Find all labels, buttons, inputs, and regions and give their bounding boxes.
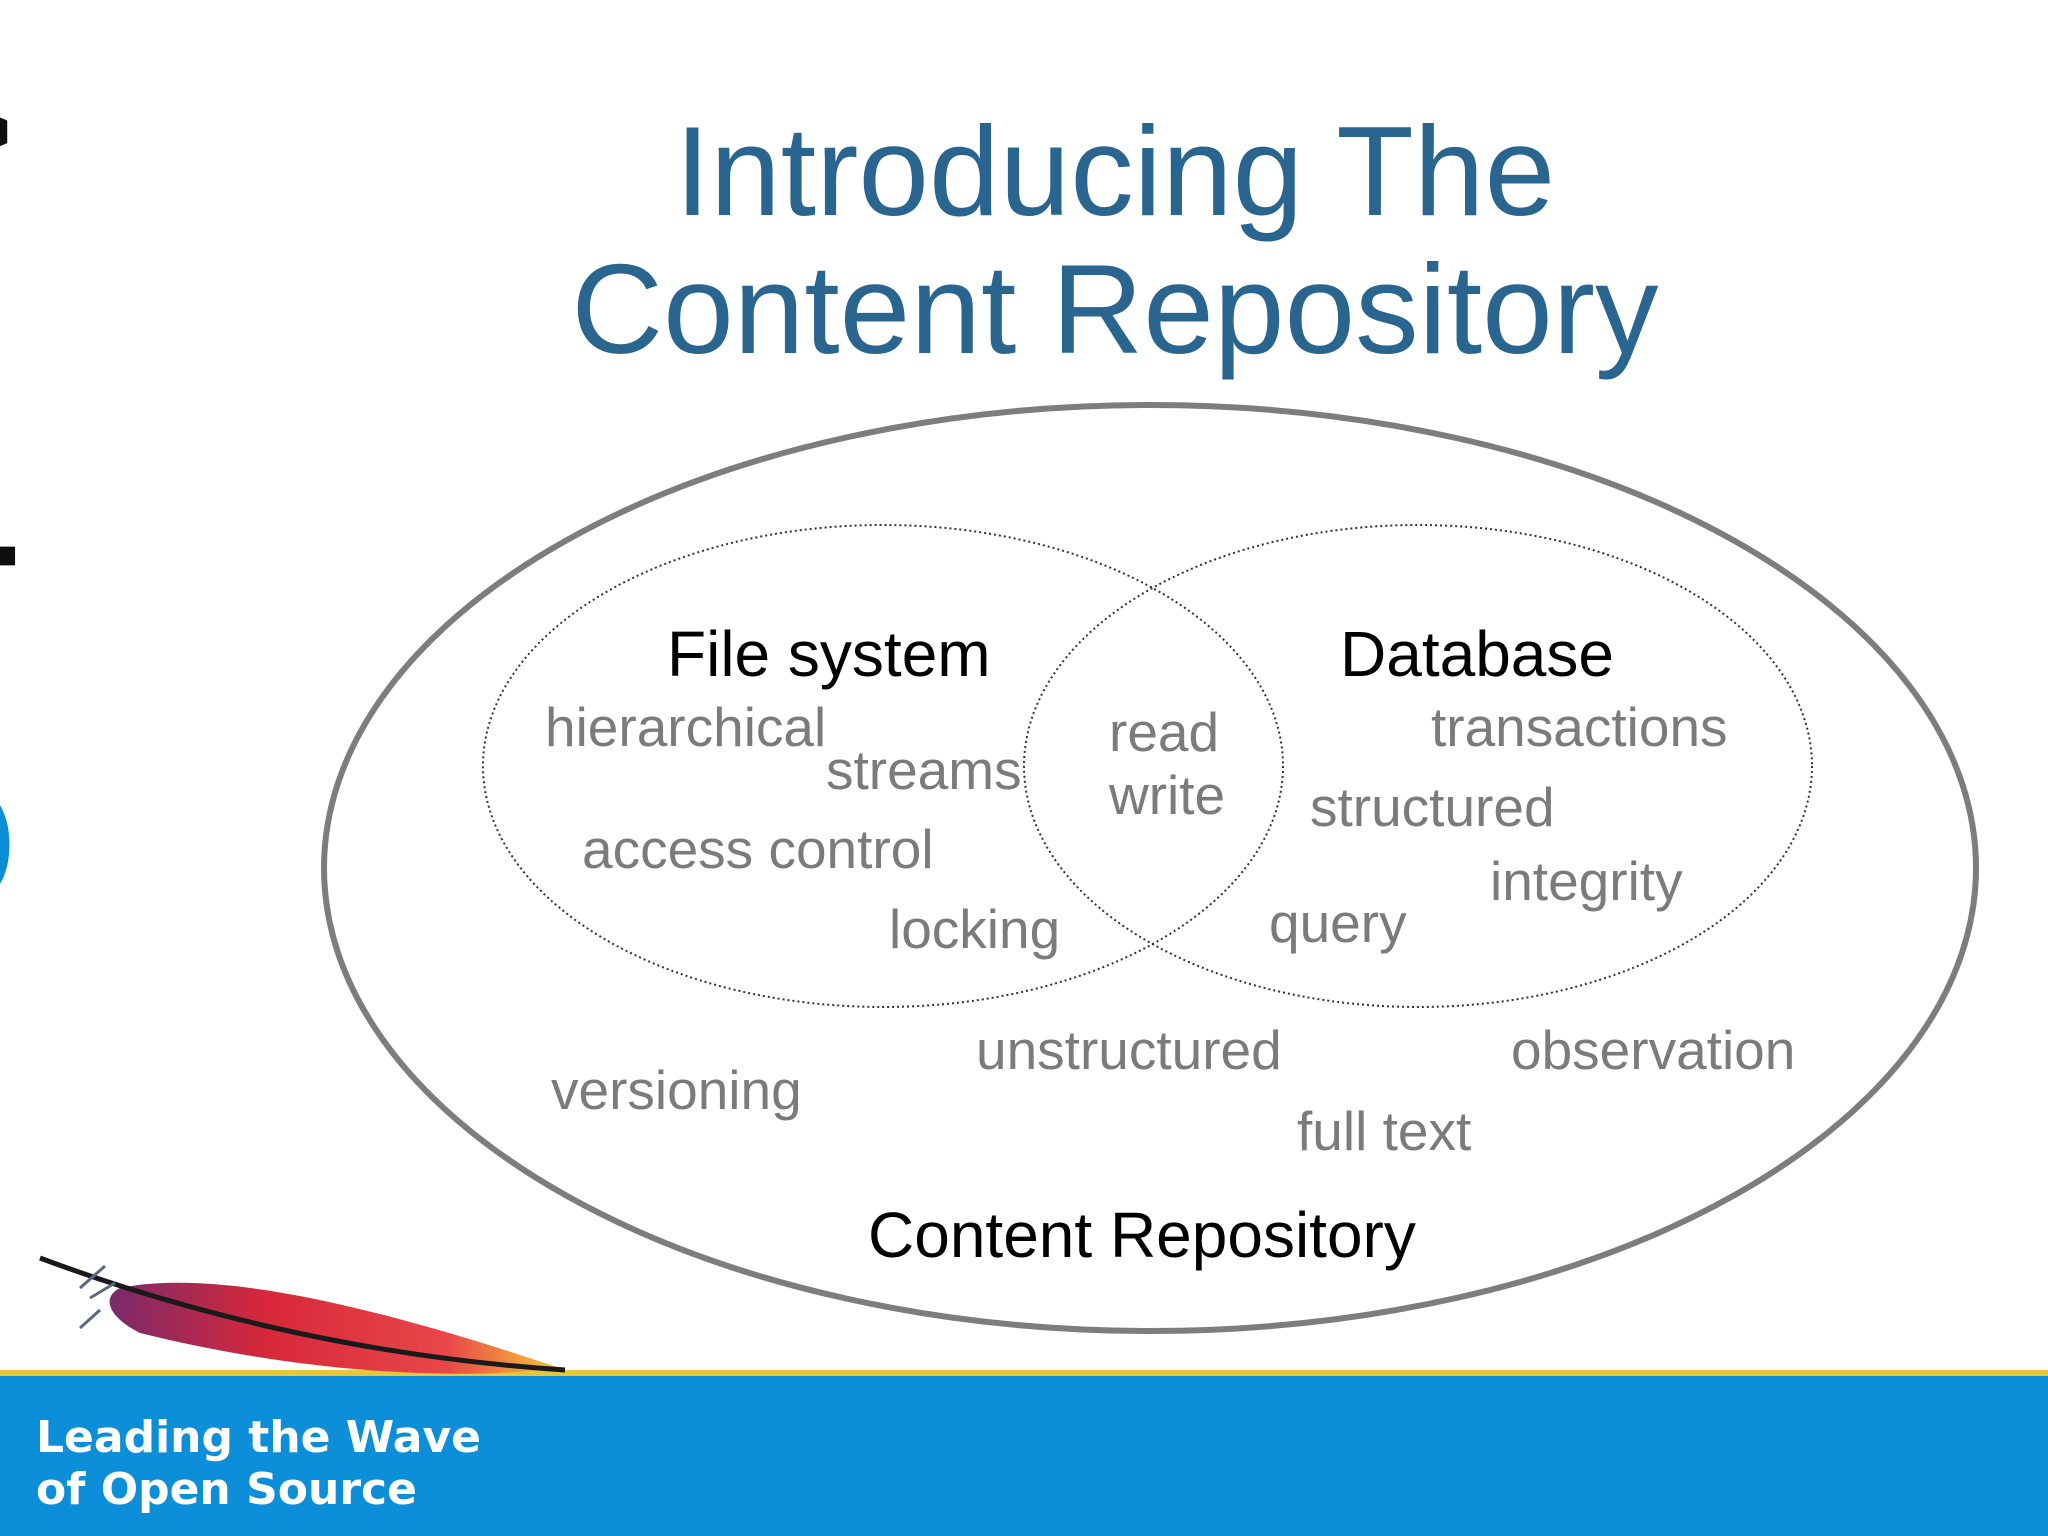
term-integrity: integrity <box>1490 850 1683 912</box>
left-circle <box>482 524 1284 1008</box>
right-circle-heading: Database <box>1340 618 1614 690</box>
term-transactions: transactions <box>1431 696 1728 758</box>
term-structured: structured <box>1310 776 1555 838</box>
term-query: query <box>1269 892 1407 954</box>
tagline-line-1: Leading the Wave <box>36 1412 481 1463</box>
term-streams: streams <box>826 739 1022 801</box>
footer-stripe <box>0 1370 2048 1378</box>
apache-feather-icon <box>39 1255 566 1374</box>
term-access-control: access control <box>582 818 934 880</box>
slide-title-line-1: Introducing The <box>674 100 1556 242</box>
tagline-line-2: of Open Source <box>36 1464 417 1515</box>
term-observation: observation <box>1511 1019 1796 1081</box>
outer-ellipse <box>321 402 1979 1334</box>
outer-ellipse-label: Content Repository <box>868 1199 1416 1271</box>
term-hierarchical: hierarchical <box>545 696 827 758</box>
term-read: read <box>1109 701 1220 763</box>
term-locking: locking <box>889 898 1061 960</box>
right-circle <box>1023 524 1813 1008</box>
term-write: write <box>1109 764 1226 826</box>
term-versioning: versioning <box>551 1059 802 1121</box>
term-full-text: full text <box>1297 1100 1472 1162</box>
left-circle-heading: File system <box>667 618 991 690</box>
term-unstructured: unstructured <box>976 1019 1282 1081</box>
footer-band <box>0 1376 2048 1536</box>
slide-title-line-2: Content Repository <box>571 238 1659 380</box>
